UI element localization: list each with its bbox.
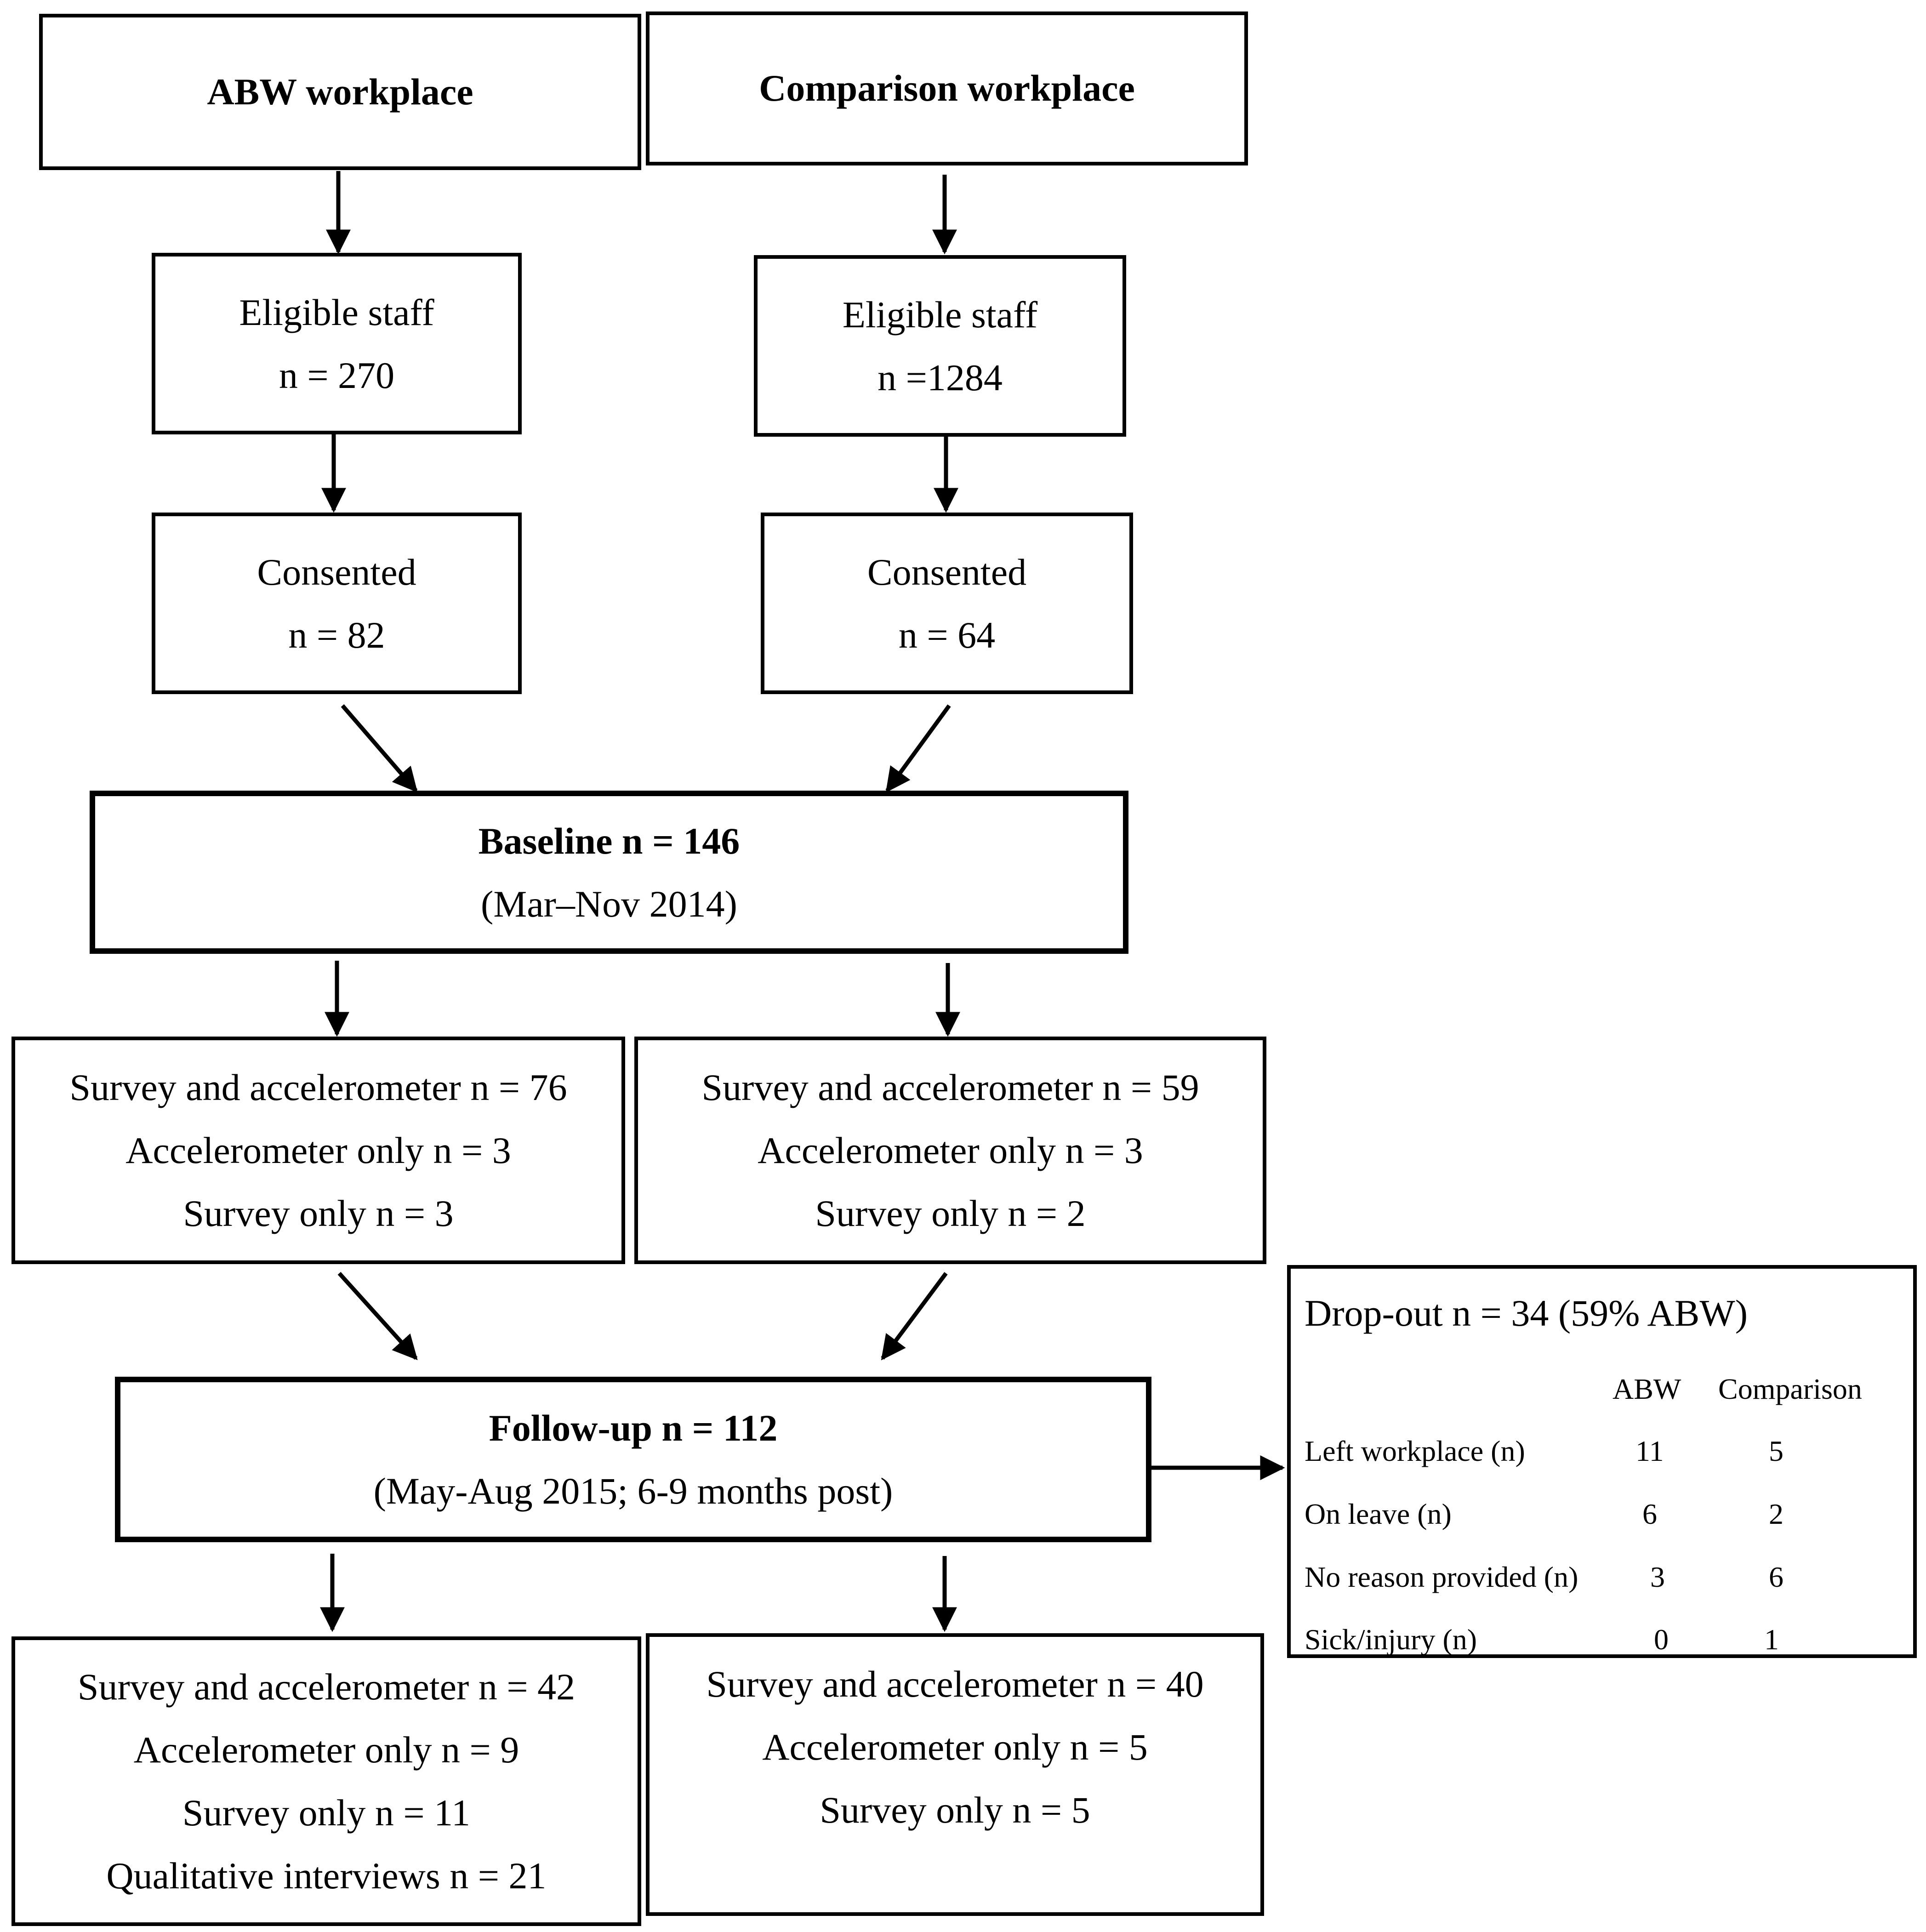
dropout-reason-no-reason: No reason provided (n) [1305, 1561, 1578, 1593]
dropout-abw-on-leave: 6 [1642, 1498, 1657, 1530]
followup-box: Follow-up n = 112 (May-Aug 2015; 6-9 mon… [115, 1377, 1151, 1542]
abw-followup-accel-only: Accelerometer only n = 9 [133, 1729, 519, 1771]
comp-baseline-accel-only: Accelerometer only n = 3 [758, 1129, 1143, 1171]
dropout-abw-left-workplace: 11 [1635, 1435, 1664, 1467]
comp-followup-accel-only: Accelerometer only n = 5 [762, 1726, 1148, 1768]
comparison-workplace-title: Comparison workplace [759, 67, 1135, 109]
comp-consented-box: Consented n = 64 [761, 513, 1133, 694]
followup-dates: (May-Aug 2015; 6-9 months post) [373, 1470, 893, 1512]
comp-followup-detail-box: Survey and accelerometer n = 40 Accelero… [646, 1633, 1264, 1916]
dropout-abw-no-reason: 3 [1650, 1561, 1665, 1593]
baseline-box: Baseline n = 146 (Mar–Nov 2014) [90, 791, 1128, 954]
abw-eligible-box: Eligible staff n = 270 [152, 253, 522, 434]
arrow-abw-detail-to-followup [337, 1271, 418, 1361]
comparison-workplace-box: Comparison workplace [646, 11, 1248, 165]
dropout-comp-no-reason: 6 [1769, 1561, 1784, 1593]
dropout-comp-left-workplace: 5 [1769, 1435, 1784, 1467]
comp-followup-survey-accel: Survey and accelerometer n = 40 [706, 1663, 1204, 1705]
arrow-comp-consented-to-baseline [885, 704, 951, 793]
abw-consented-box: Consented n = 82 [152, 513, 522, 694]
abw-workplace-box: ABW workplace [39, 14, 641, 170]
abw-baseline-survey-only: Survey only n = 3 [183, 1192, 454, 1234]
comp-consented-count: n = 64 [898, 614, 996, 656]
comp-baseline-detail-box: Survey and accelerometer n = 59 Accelero… [634, 1037, 1266, 1264]
dropout-col-comparison: Comparison [1718, 1373, 1862, 1405]
abw-baseline-accel-only: Accelerometer only n = 3 [125, 1129, 511, 1171]
dropout-box: Drop-out n = 34 (59% ABW) ABW Comparison… [1287, 1265, 1917, 1658]
dropout-abw-sick-injury: 0 [1654, 1623, 1669, 1656]
dropout-reason-left-workplace: Left workplace (n) [1305, 1435, 1525, 1467]
abw-eligible-label: Eligible staff [239, 291, 434, 333]
abw-consented-label: Consented [257, 551, 416, 593]
followup-title: Follow-up n = 112 [489, 1407, 778, 1449]
abw-followup-detail-box: Survey and accelerometer n = 42 Accelero… [11, 1636, 641, 1926]
comp-baseline-survey-only: Survey only n = 2 [815, 1192, 1086, 1234]
comp-consented-label: Consented [867, 551, 1027, 593]
abw-workplace-title: ABW workplace [207, 70, 473, 113]
comp-eligible-box: Eligible staff n =1284 [754, 255, 1126, 437]
arrow-abw-consented-to-baseline [341, 704, 418, 793]
baseline-dates: (Mar–Nov 2014) [481, 883, 737, 925]
dropout-reason-sick-injury: Sick/injury (n) [1305, 1623, 1477, 1656]
baseline-title: Baseline n = 146 [478, 820, 740, 862]
abw-consented-count: n = 82 [288, 614, 385, 656]
dropout-col-abw: ABW [1613, 1373, 1681, 1405]
comp-baseline-survey-accel: Survey and accelerometer n = 59 [701, 1066, 1199, 1108]
abw-followup-qualitative: Qualitative interviews n = 21 [106, 1855, 547, 1897]
arrow-comp-detail-to-followup [881, 1272, 948, 1361]
abw-baseline-detail-box: Survey and accelerometer n = 76 Accelero… [11, 1037, 625, 1264]
comp-eligible-count: n =1284 [878, 356, 1003, 399]
abw-eligible-count: n = 270 [279, 354, 395, 396]
dropout-comp-on-leave: 2 [1769, 1498, 1784, 1530]
comp-followup-survey-only: Survey only n = 5 [820, 1789, 1090, 1831]
dropout-title: Drop-out n = 34 (59% ABW) [1305, 1292, 1748, 1334]
abw-baseline-survey-accel: Survey and accelerometer n = 76 [69, 1066, 567, 1108]
abw-followup-survey-only: Survey only n = 11 [182, 1792, 471, 1834]
abw-followup-survey-accel: Survey and accelerometer n = 42 [77, 1666, 576, 1708]
comp-eligible-label: Eligible staff [842, 293, 1038, 336]
dropout-comp-sick-injury: 1 [1764, 1623, 1779, 1656]
dropout-reason-on-leave: On leave (n) [1305, 1498, 1452, 1530]
